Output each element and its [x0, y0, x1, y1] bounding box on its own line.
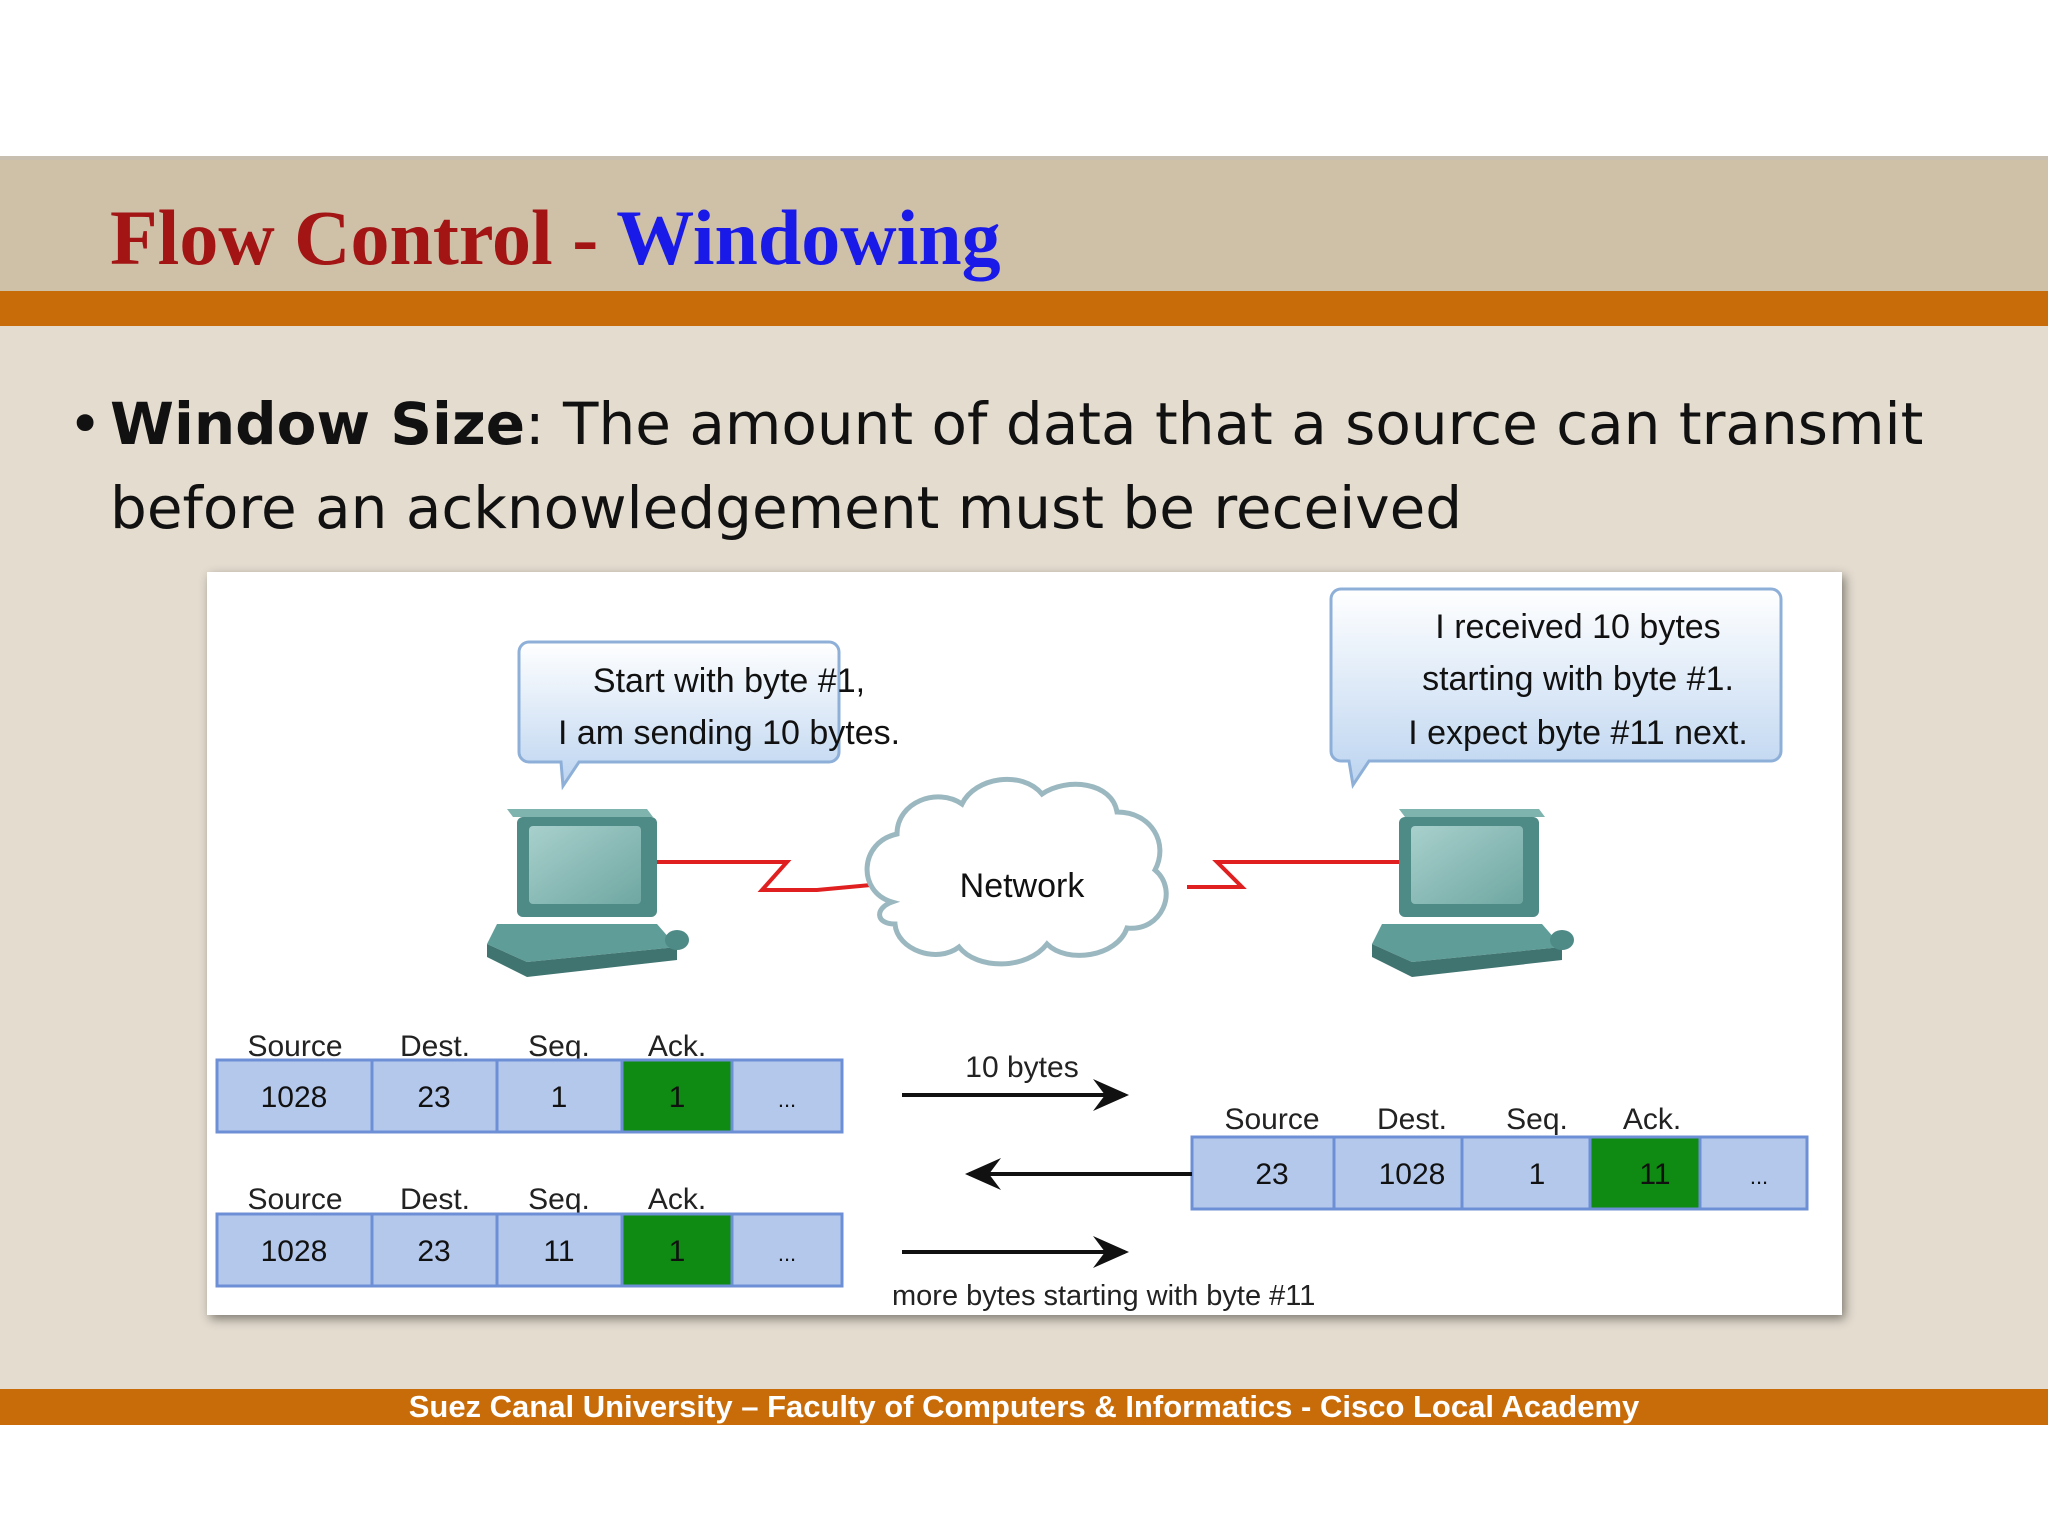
reply-dest-value: 1028: [1379, 1158, 1446, 1191]
seg1-header-seq: Seq.: [528, 1030, 590, 1063]
reply-source-value: 23: [1255, 1158, 1288, 1191]
reply-segment: 23 1028 1 11 ...: [1190, 1135, 1809, 1211]
sender-link-line: [652, 860, 872, 892]
seg1-source-value: 1028: [261, 1081, 328, 1114]
seg2-source-value: 1028: [261, 1235, 328, 1268]
title-underline-bar: [0, 291, 2048, 326]
diagram-svg: Start with byte #1, I am sending 10 byte…: [215, 587, 1809, 1312]
reply-segment-headers: Source Dest. Seq. Ack.: [1224, 1103, 1681, 1136]
title-windowing: Windowing: [616, 194, 1001, 281]
reply-ack-value: 11: [1639, 1158, 1670, 1191]
arrow-more-bytes: more bytes starting with byte #11: [892, 1236, 1315, 1312]
receiver-bubble-line-2: starting with byte #1.: [1422, 660, 1734, 698]
reply-header-source: Source: [1224, 1103, 1319, 1136]
footer-bar: Suez Canal University – Faculty of Compu…: [0, 1389, 2048, 1425]
sender-speech-bubble: Start with byte #1, I am sending 10 byte…: [517, 640, 900, 791]
reply-header-dest: Dest.: [1377, 1103, 1447, 1136]
seg1-seq-value: 1: [551, 1081, 568, 1114]
seg1-dest-value: 23: [417, 1081, 450, 1114]
network-cloud-icon: Network: [864, 776, 1169, 967]
reply-seq-value: 1: [1529, 1158, 1546, 1191]
reply-header-ack: Ack.: [1623, 1103, 1681, 1136]
bullet-window-size: • Window Size: The amount of data that a…: [68, 382, 1968, 550]
bullet-text: Window Size: The amount of data that a s…: [110, 382, 1968, 550]
receiver-speech-bubble: I received 10 bytes starting with byte #…: [1329, 587, 1783, 789]
title-flow-control: Flow Control -: [110, 194, 617, 281]
seg2-ack-value: 1: [669, 1235, 686, 1268]
segment-2: 1028 23 11 1 ...: [215, 1212, 844, 1288]
reply-more-value: ...: [1750, 1164, 1768, 1189]
title-top-rule: [0, 156, 2048, 160]
bullet-definition: : The amount of data that a source can t…: [110, 390, 1924, 542]
segment-1-headers: Source Dest. Seq. Ack.: [247, 1030, 706, 1063]
sender-bubble-line-2: I am sending 10 bytes.: [558, 714, 900, 752]
arrow-more-bytes-label: more bytes starting with byte #11: [892, 1280, 1315, 1312]
seg2-header-seq: Seq.: [528, 1183, 590, 1216]
seg1-header-source: Source: [247, 1030, 342, 1063]
seg1-more-value: ...: [778, 1087, 796, 1112]
sender-bubble-line-1: Start with byte #1,: [593, 662, 865, 700]
receiver-link-line: [1187, 860, 1407, 889]
bullet-dot: •: [68, 390, 103, 458]
seg1-ack-value: 1: [669, 1081, 686, 1114]
segment-1: 1028 23 1 1 ...: [215, 1058, 844, 1134]
slide-title: Flow Control - Windowing: [110, 193, 1001, 283]
seg2-seq-value: 11: [543, 1235, 574, 1268]
network-label: Network: [960, 867, 1086, 905]
seg2-dest-value: 23: [417, 1235, 450, 1268]
reply-header-seq: Seq.: [1506, 1103, 1568, 1136]
receiver-computer-icon: [1372, 809, 1574, 977]
windowing-diagram: Start with byte #1, I am sending 10 byte…: [207, 572, 1842, 1315]
seg2-header-source: Source: [247, 1183, 342, 1216]
seg2-more-value: ...: [778, 1241, 796, 1266]
seg2-header-dest: Dest.: [400, 1183, 470, 1216]
receiver-bubble-line-3: I expect byte #11 next.: [1408, 714, 1748, 752]
arrow-10-bytes: 10 bytes: [902, 1051, 1129, 1111]
segment-2-headers: Source Dest. Seq. Ack.: [247, 1183, 706, 1216]
seg1-header-ack: Ack.: [648, 1030, 706, 1063]
receiver-bubble-line-1: I received 10 bytes: [1435, 608, 1720, 646]
seg2-header-ack: Ack.: [648, 1183, 706, 1216]
sender-computer-icon: [487, 809, 689, 977]
bullet-term: Window Size: [110, 390, 526, 458]
seg1-header-dest: Dest.: [400, 1030, 470, 1063]
arrow-10-bytes-label: 10 bytes: [965, 1051, 1078, 1084]
